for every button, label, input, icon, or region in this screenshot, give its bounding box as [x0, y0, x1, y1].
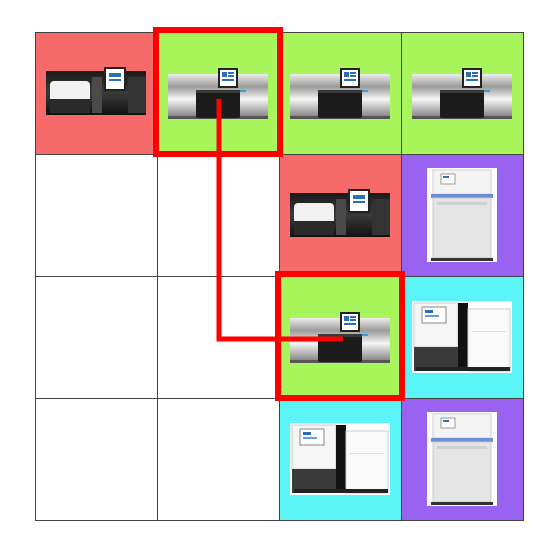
match-board — [34, 31, 524, 521]
board-tile[interactable] — [400, 397, 524, 521]
board-tile[interactable] — [278, 397, 402, 521]
instrument-b-icon — [168, 66, 268, 120]
board-empty-cell[interactable] — [156, 397, 280, 521]
instrument-c-icon — [427, 412, 497, 506]
instrument-b-icon — [290, 66, 390, 120]
board-tile[interactable] — [34, 31, 158, 155]
instrument-b-icon — [412, 66, 512, 120]
board-empty-cell[interactable] — [34, 397, 158, 521]
instrument-a-icon — [46, 67, 146, 119]
board-tile[interactable] — [400, 31, 524, 155]
instrument-d-icon — [290, 423, 390, 495]
board-empty-cell[interactable] — [156, 275, 280, 399]
board-tile[interactable] — [156, 31, 280, 155]
board-empty-cell[interactable] — [34, 153, 158, 277]
instrument-b-icon — [290, 310, 390, 364]
instrument-c-icon — [427, 168, 497, 262]
board-empty-cell[interactable] — [34, 275, 158, 399]
board-empty-cell[interactable] — [156, 153, 280, 277]
instrument-a-icon — [290, 189, 390, 241]
board-tile[interactable] — [278, 275, 402, 399]
board-tile[interactable] — [278, 153, 402, 277]
instrument-d-icon — [412, 301, 512, 373]
board-tile[interactable] — [400, 153, 524, 277]
board-tile[interactable] — [400, 275, 524, 399]
board-tile[interactable] — [278, 31, 402, 155]
